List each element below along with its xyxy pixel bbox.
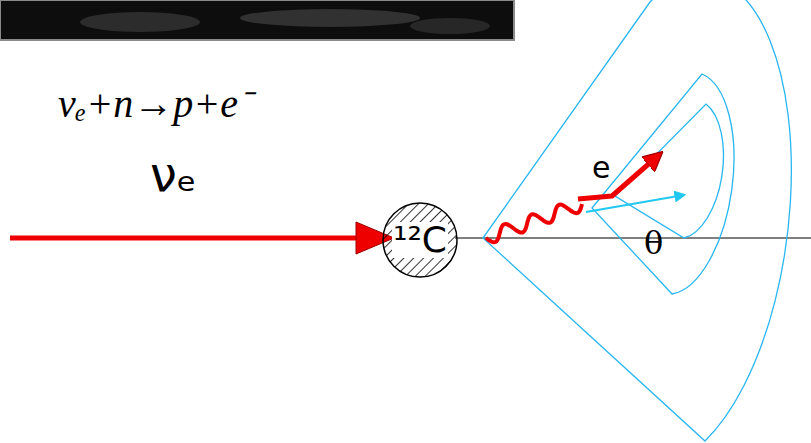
axis-line xyxy=(455,238,811,239)
cherenkov-cone xyxy=(483,0,791,441)
photo-detail xyxy=(80,12,200,32)
wavy-track xyxy=(486,204,582,242)
particle-label: νₑ xyxy=(150,146,197,202)
photo-detail xyxy=(240,9,420,27)
particle-label: e xyxy=(592,150,610,185)
equation: νₑ+n→p+e⁻ xyxy=(58,74,252,129)
nucleus-label: ¹²C xyxy=(392,222,448,258)
angle-label: θ xyxy=(644,224,663,262)
cherenkov-cone xyxy=(615,104,724,238)
photo-detail xyxy=(410,18,490,34)
neutrino-arrow xyxy=(10,236,372,241)
photo-strip xyxy=(0,0,514,40)
nucleus-outline xyxy=(383,203,457,277)
electron-track xyxy=(578,154,660,199)
nucleus-circle: ¹²C xyxy=(381,201,459,279)
cherenkov-cone xyxy=(592,74,734,294)
